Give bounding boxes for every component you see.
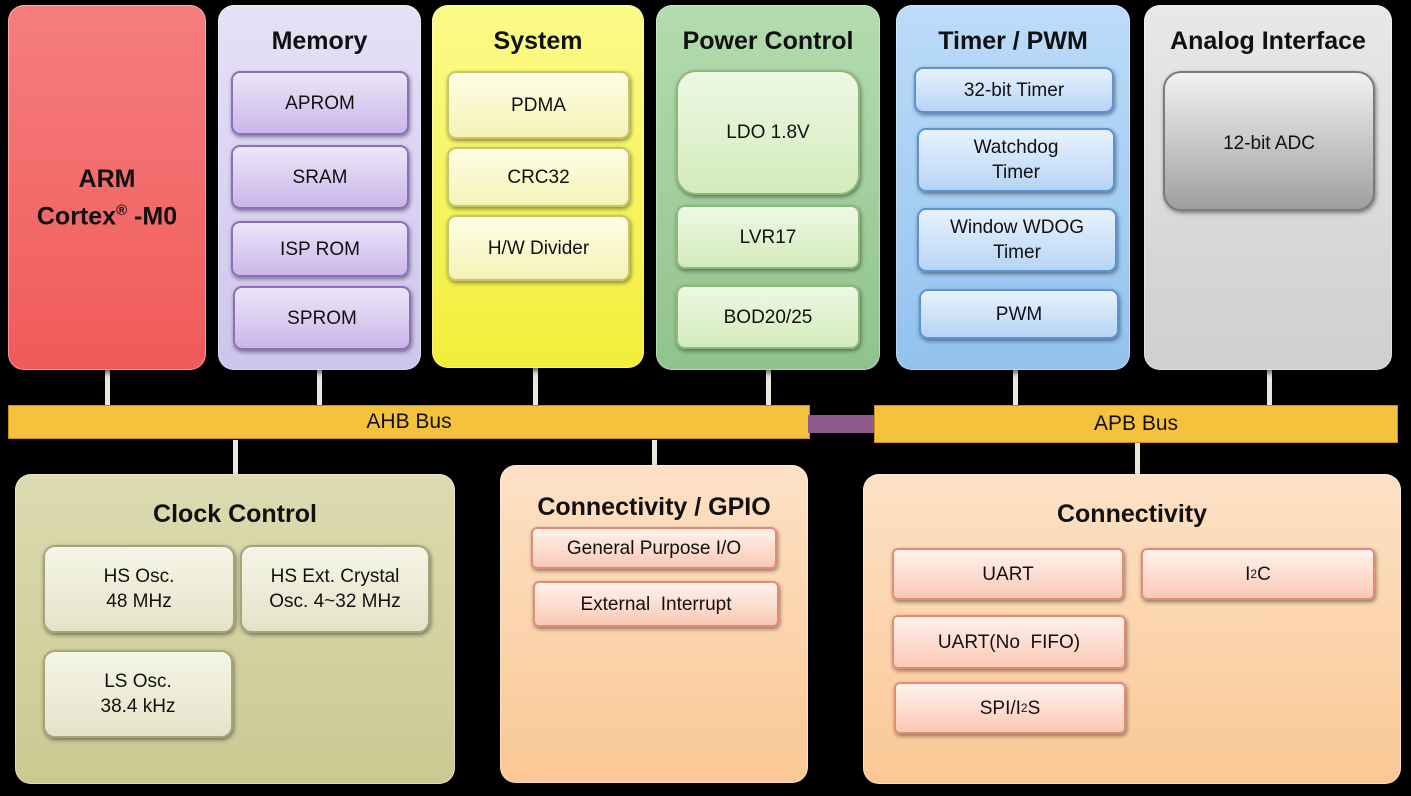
analog-interface-title: Analog Interface <box>1170 27 1366 55</box>
connectivity-title: Connectivity <box>1056 500 1208 528</box>
system-title: System <box>493 27 583 55</box>
power-lvr17: LVR17 <box>676 205 860 269</box>
clock-control-title: Clock Control <box>153 500 317 528</box>
connector-memory-ahb <box>317 370 322 406</box>
timer-pwm-title: Timer / PWM <box>938 27 1088 55</box>
memory-sprom: SPROM <box>233 286 411 350</box>
analog-12bit-adc: 12-bit ADC <box>1163 71 1375 211</box>
connector-clock-ahb <box>233 440 238 476</box>
connectivity-uart-no-fifo: UART(No FIFO) <box>892 615 1126 669</box>
gpio-general-purpose-io: General Purpose I/O <box>531 527 777 569</box>
clock-control-block: Clock Control HS Osc. 48 MHz HS Ext. Cry… <box>15 474 455 784</box>
clock-hs-osc: HS Osc. 48 MHz <box>43 545 235 633</box>
timer-pwm: PWM <box>919 289 1119 339</box>
memory-block: Memory APROM SRAM ISP ROM SPROM <box>218 5 421 370</box>
connectivity-gpio-block: Connectivity / GPIO General Purpose I/O … <box>500 465 808 783</box>
connector-arm-ahb <box>105 370 110 406</box>
timer-32bit: 32-bit Timer <box>914 67 1114 113</box>
power-ldo: LDO 1.8V <box>676 70 860 195</box>
arm-cortex-label: ARM Cortex® -M0 <box>36 165 178 231</box>
connectivity-gpio-title: Connectivity / GPIO <box>537 493 771 521</box>
connector-power-ahb <box>766 370 771 406</box>
connector-analog-apb <box>1267 370 1272 406</box>
connector-timer-apb <box>1013 370 1018 406</box>
memory-aprom: APROM <box>231 71 409 135</box>
power-control-block: Power Control LDO 1.8V LVR17 BOD20/25 <box>656 5 880 370</box>
timer-watchdog: Watchdog Timer <box>917 128 1115 192</box>
timer-pwm-block: Timer / PWM 32-bit Timer Watchdog Timer … <box>896 5 1130 370</box>
connector-system-ahb <box>533 368 538 406</box>
bus-bridge <box>808 415 878 433</box>
ahb-bus: AHB Bus <box>8 405 810 439</box>
system-block: System PDMA CRC32 H/W Divider <box>432 5 644 368</box>
power-bod: BOD20/25 <box>676 285 860 349</box>
power-control-title: Power Control <box>682 27 854 55</box>
system-hw-divider: H/W Divider <box>447 215 630 281</box>
timer-window-wdog: Window WDOG Timer <box>917 208 1117 272</box>
system-pdma: PDMA <box>447 71 630 139</box>
arm-cortex-block: ARM Cortex® -M0 <box>8 5 206 370</box>
apb-bus: APB Bus <box>874 405 1398 443</box>
memory-isp-rom: ISP ROM <box>231 221 409 277</box>
connector-gpio-ahb <box>652 440 657 468</box>
analog-interface-block: Analog Interface 12-bit ADC <box>1144 5 1392 370</box>
system-crc32: CRC32 <box>447 147 630 207</box>
gpio-external-interrupt: External Interrupt <box>533 581 779 627</box>
connectivity-uart: UART <box>892 548 1124 600</box>
connector-connectivity-apb <box>1135 442 1140 476</box>
memory-title: Memory <box>271 27 368 55</box>
clock-ls-osc: LS Osc. 38.4 kHz <box>43 650 233 738</box>
memory-sram: SRAM <box>231 145 409 209</box>
clock-hs-ext-crystal: HS Ext. Crystal Osc. 4~32 MHz <box>240 545 430 633</box>
